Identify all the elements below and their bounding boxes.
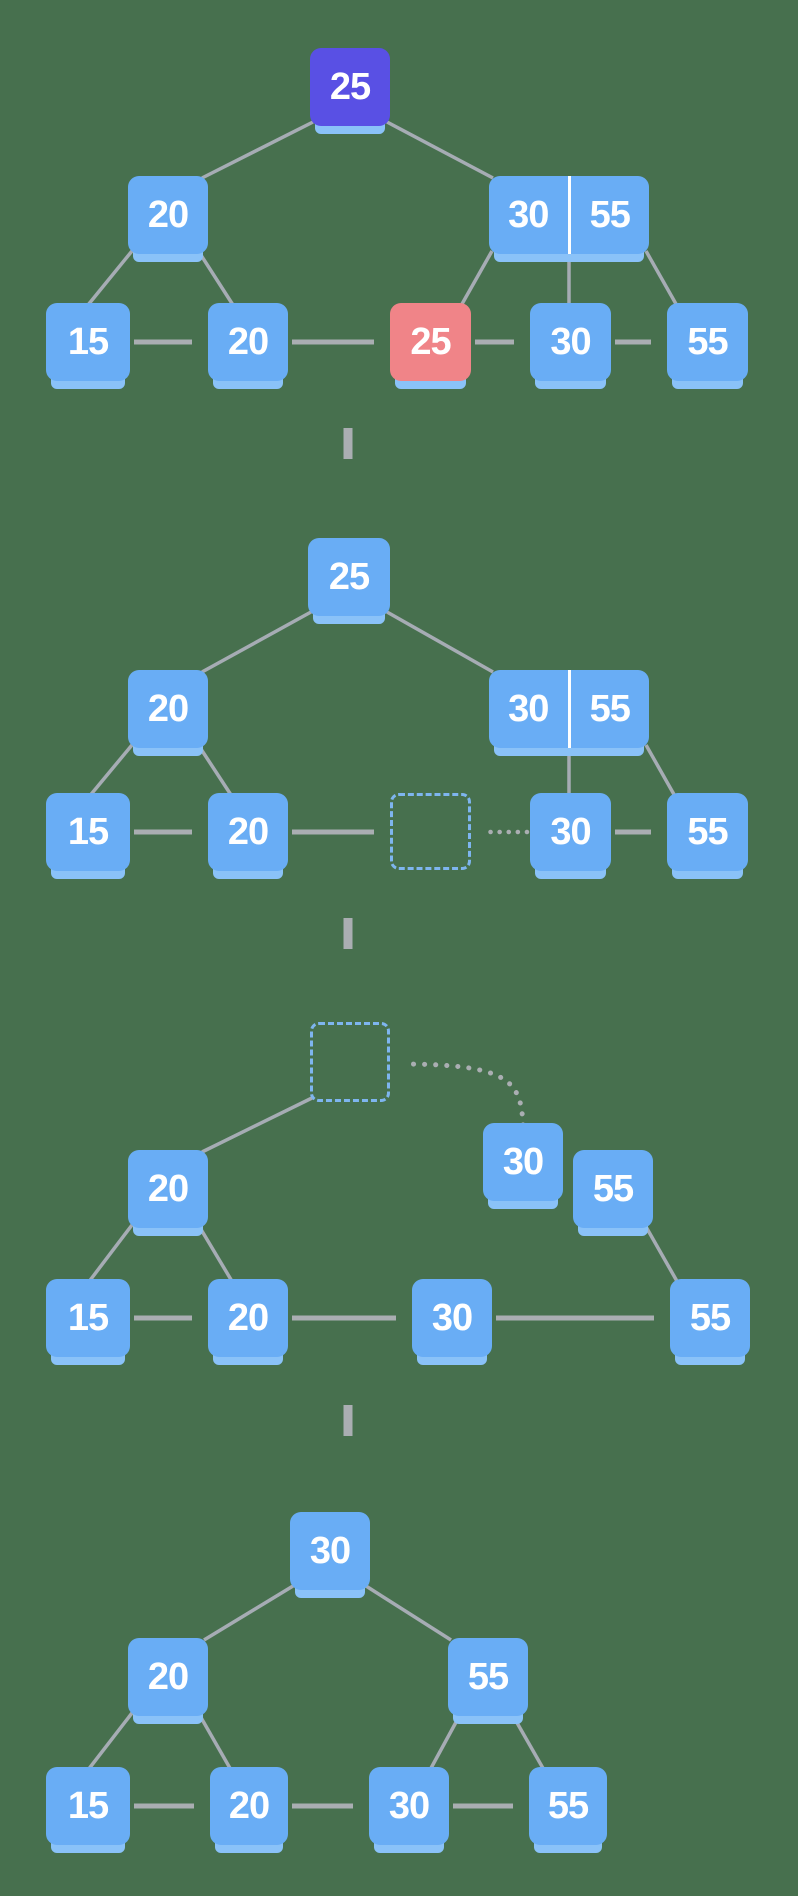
- step2-leaf-node-15: 15: [46, 793, 130, 871]
- step4-internal-node-55: 55: [448, 1638, 528, 1716]
- tree-edge: [201, 610, 312, 674]
- step2-empty-slot: [390, 793, 471, 870]
- step3-empty-root-slot: [310, 1022, 390, 1102]
- step1-leaf-node-25-delete-target: 25: [390, 303, 471, 381]
- step4-root-node: 30: [290, 1512, 370, 1590]
- tree-edge: [86, 743, 134, 800]
- step1-leaf-node-55: 55: [667, 303, 748, 381]
- tree-edge: [428, 1712, 463, 1771]
- tree-edge: [86, 249, 134, 307]
- step1-leaf-node-30: 30: [530, 303, 611, 381]
- internal-key: 30: [508, 687, 549, 730]
- tree-edge: [86, 1223, 134, 1285]
- step1-leaf-node-15: 15: [46, 303, 130, 381]
- step3-detached-node-30: 30: [483, 1123, 563, 1201]
- internal-key: 30: [508, 193, 549, 236]
- tree-edge: [643, 1224, 680, 1284]
- step4-leaf-node-55: 55: [529, 1767, 607, 1845]
- step4-leaf-node-30: 30: [369, 1767, 449, 1845]
- step1-internal-node-30-55: 30 55: [489, 176, 649, 254]
- promote-node-dotted-arrow: [405, 1061, 526, 1128]
- step3-internal-node-20: 20: [128, 1150, 208, 1228]
- step1-internal-node-20: 20: [128, 176, 208, 254]
- step2-leaf-node-30: 30: [530, 793, 611, 871]
- tree-edge: [201, 120, 314, 180]
- step3-leaf-node-15: 15: [46, 1279, 130, 1357]
- tree-edge: [365, 1584, 452, 1642]
- tree-edge: [386, 120, 494, 180]
- step4-leaf-node-20: 20: [210, 1767, 288, 1845]
- tree-edge: [386, 610, 494, 674]
- tree-edge: [644, 250, 678, 305]
- step2-internal-node-30-55: 30 55: [489, 670, 649, 748]
- step4-leaf-node-15: 15: [46, 1767, 130, 1845]
- tree-edge: [510, 1713, 546, 1771]
- step3-leaf-node-20: 20: [208, 1279, 288, 1357]
- tree-edge: [203, 1584, 294, 1642]
- tree-edge: [197, 745, 235, 799]
- internal-key: 55: [567, 176, 650, 254]
- tree-edge: [197, 1225, 235, 1284]
- tree-edge: [201, 1096, 313, 1154]
- step3-leaf-node-30: 30: [412, 1279, 492, 1357]
- step1-root-node: 25: [310, 48, 390, 126]
- step2-leaf-node-55: 55: [667, 793, 748, 871]
- tree-edge: [460, 250, 494, 305]
- step3-detached-node-55: 55: [573, 1150, 653, 1228]
- step2-internal-node-20: 20: [128, 670, 208, 748]
- tree-edge: [86, 1711, 134, 1772]
- step3-leaf-node-55: 55: [670, 1279, 750, 1357]
- tree-edge: [197, 1713, 233, 1771]
- step4-internal-node-20: 20: [128, 1638, 208, 1716]
- step1-leaf-node-20: 20: [208, 303, 288, 381]
- internal-key: 55: [567, 670, 650, 748]
- step2-leaf-node-20: 20: [208, 793, 288, 871]
- tree-edge: [644, 744, 678, 799]
- step2-root-node: 25: [308, 538, 390, 616]
- tree-edge: [197, 251, 235, 306]
